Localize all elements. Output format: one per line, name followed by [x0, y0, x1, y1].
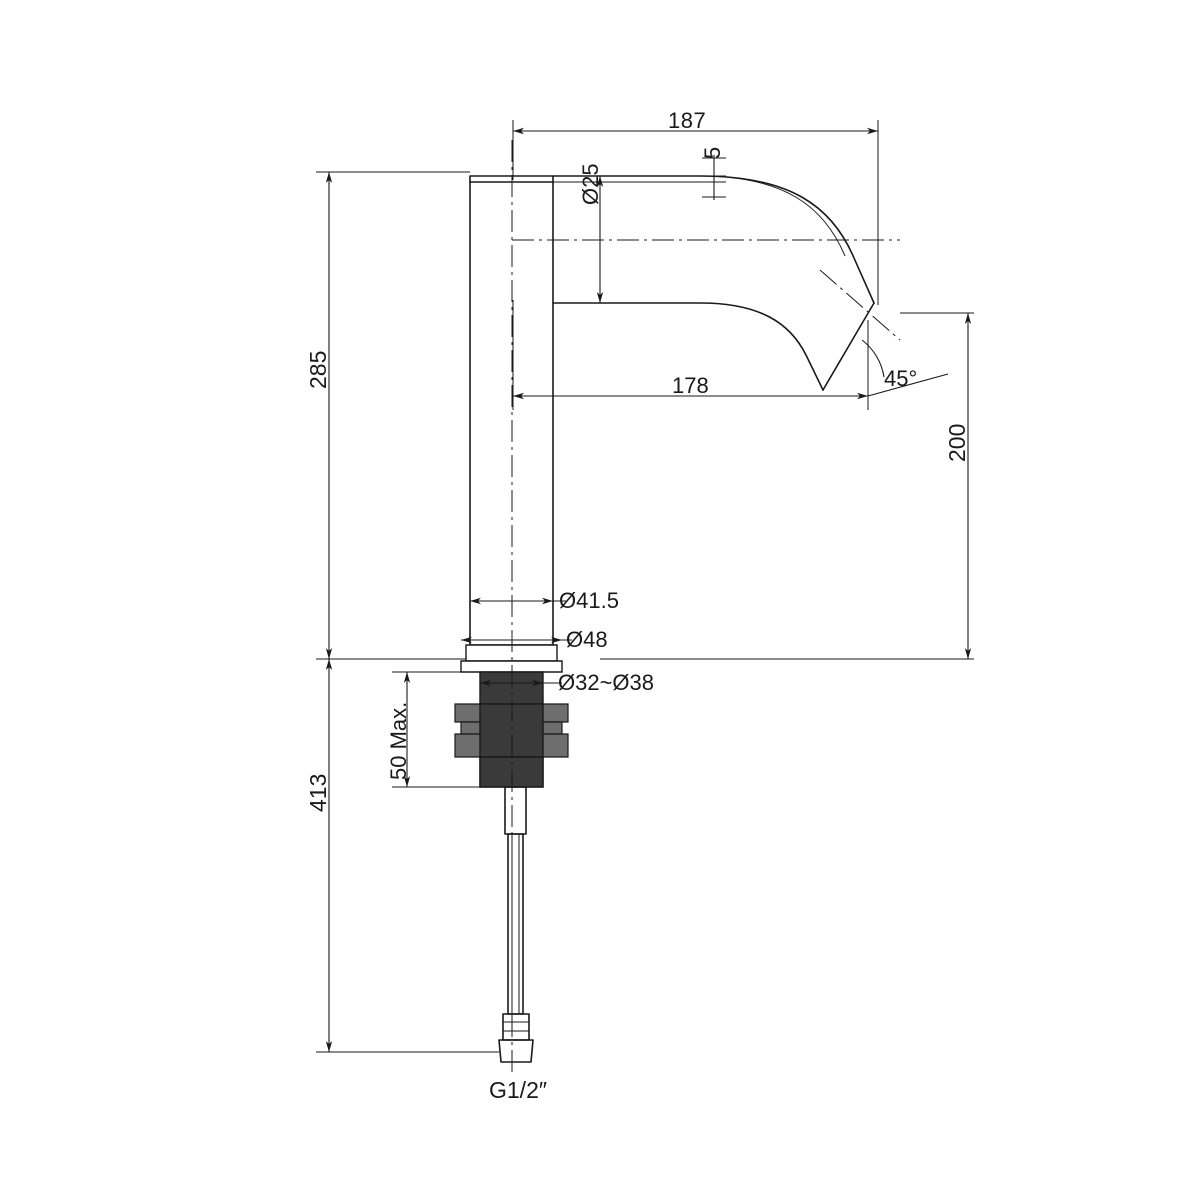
dimension-outlet-angle [861, 339, 949, 397]
dimension-label-base-top-diameter: Ø41.5 [559, 588, 619, 613]
dimension-label-base-flange-diameter: Ø48 [566, 627, 608, 652]
dimension-label-spout-height: 200 [944, 423, 970, 462]
dimension-label-inlet-thread: G1/2″ [489, 1077, 548, 1103]
dimension-label-spout-reach-overall: 187 [668, 108, 707, 133]
dimension-label-below-counter-length: 413 [305, 773, 331, 812]
dimension-label-body-height: 285 [305, 350, 331, 389]
dimension-below-counter-length [316, 658, 499, 1053]
dimension-spout-diameter [553, 175, 640, 304]
inlet-connector [498, 1013, 534, 1063]
supply-tube [504, 786, 527, 1015]
dimension-label-spout-top-thickness: 5 [700, 146, 725, 159]
dimension-spout-reach-overall [512, 120, 879, 305]
dimension-spout-height [600, 312, 974, 660]
dimension-spout-top-thickness [660, 155, 726, 200]
dimension-spout-reach-outlet [512, 300, 869, 410]
dimension-label-outlet-angle: 45° [884, 366, 918, 391]
faucet-body-outline [469, 175, 875, 646]
dimension-label-spout-diameter: Ø25 [578, 163, 603, 205]
center-lines [511, 140, 901, 1075]
dimension-label-mounting-hole-diameter: Ø32~Ø38 [558, 670, 655, 695]
dimension-label-max-counter-thickness: 50 Max. [386, 701, 411, 780]
dimension-label-spout-reach-outlet: 178 [672, 373, 709, 398]
dimension-body-height [316, 171, 470, 660]
dimension-max-counter-thickness [392, 671, 480, 788]
